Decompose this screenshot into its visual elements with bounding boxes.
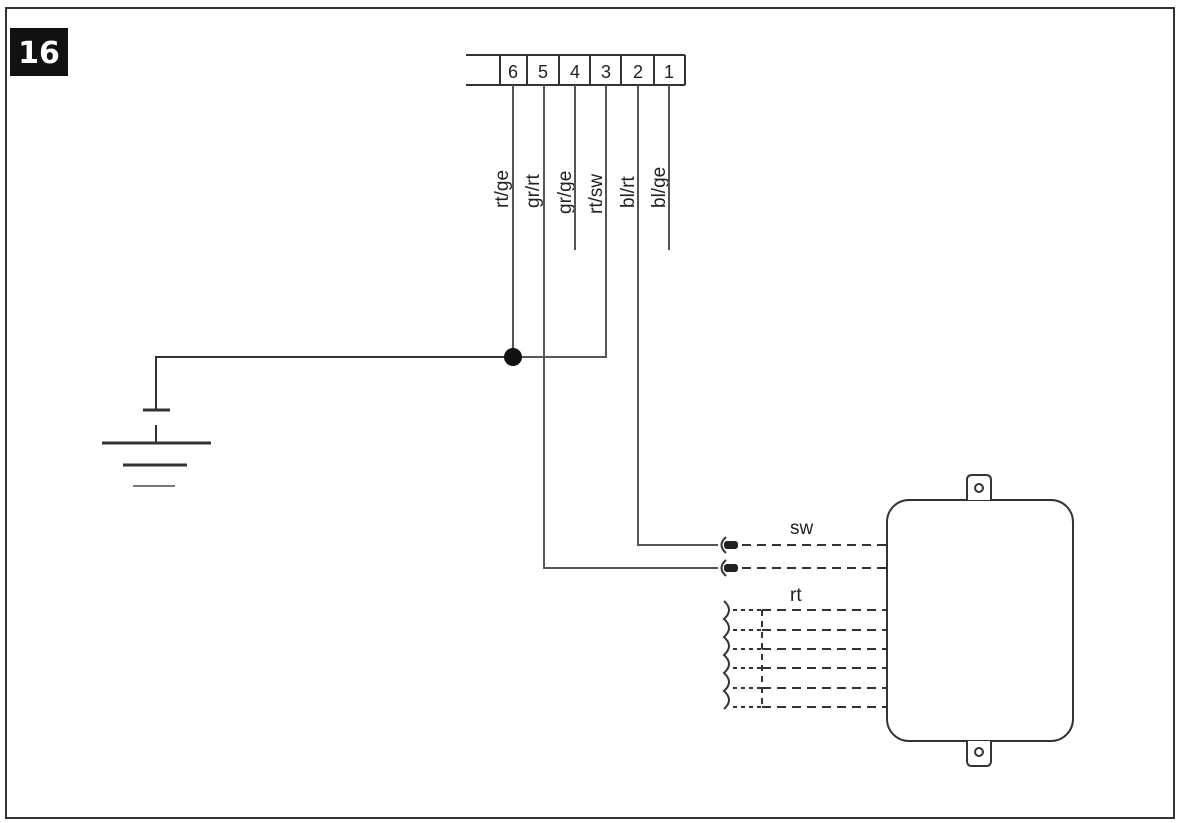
rt-terminals	[722, 600, 887, 710]
wire-gr-rt	[543, 85, 718, 569]
wire-rt-sw	[513, 85, 607, 358]
sw-terminals	[720, 536, 887, 577]
junction-dot	[504, 348, 522, 366]
wires	[155, 85, 718, 569]
wire-label-bl-ge: bl/ge	[649, 167, 670, 208]
wire-label-gr-ge: gr/ge	[555, 171, 576, 214]
module-label-rt: rt	[790, 585, 802, 606]
module-label-sw: sw	[790, 518, 814, 539]
wire-label-rt-sw: rt/sw	[586, 174, 607, 214]
pin-number-2: 2	[633, 62, 643, 82]
pin-number-1: 1	[664, 62, 674, 82]
wire-label-bl-rt: bl/rt	[618, 176, 639, 208]
diagram-border	[5, 7, 1175, 819]
pin-number-4: 4	[570, 62, 580, 82]
wire-label-rt-ge: rt/ge	[492, 170, 513, 208]
figure-badge: 16	[10, 28, 68, 76]
figure-number: 16	[18, 36, 60, 71]
wire-bl-rt	[637, 85, 718, 546]
connector-header: 6 5 4 3 2 1	[466, 54, 686, 86]
pin-number-3: 3	[601, 62, 611, 82]
wire-ground-lead	[155, 356, 513, 410]
wire-label-gr-rt: gr/rt	[523, 174, 544, 209]
pin-number-5: 5	[538, 62, 548, 82]
ground-symbol	[102, 408, 211, 487]
module-box	[886, 474, 1074, 767]
pin-number-6: 6	[508, 62, 518, 82]
